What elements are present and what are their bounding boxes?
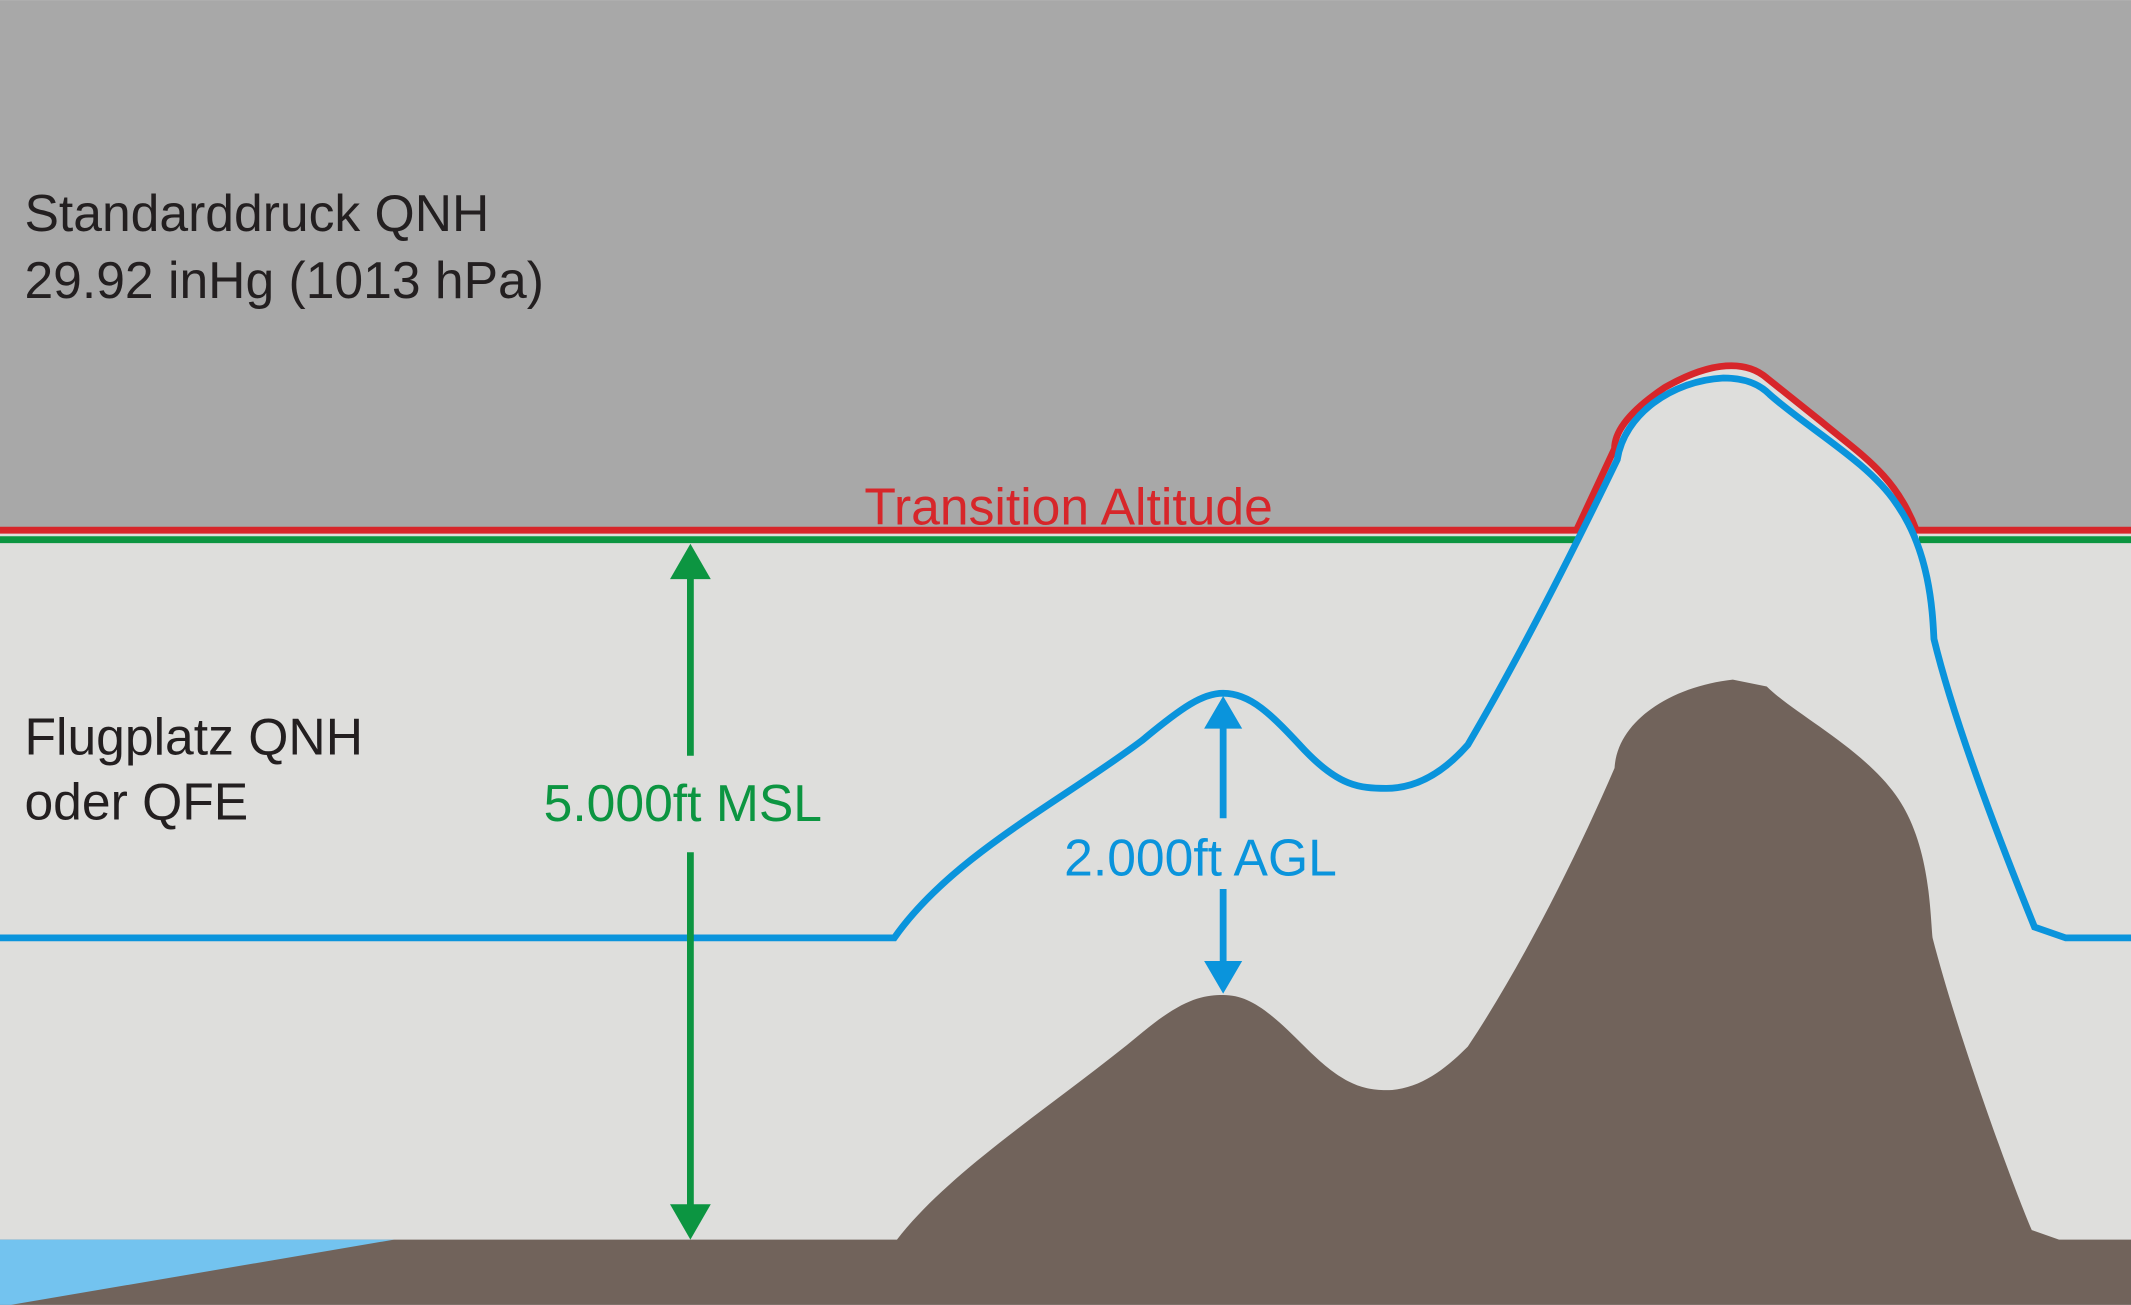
agl-contour-line bbox=[0, 374, 2131, 942]
airfield-qfe-label: oder QFE bbox=[24, 773, 248, 831]
terrain bbox=[0, 679, 2131, 1305]
standard-pressure-region bbox=[0, 0, 2131, 531]
arrow-up-icon bbox=[670, 543, 711, 580]
agl-label: 2.000ft AGL bbox=[1064, 828, 1337, 886]
arrow-down-icon bbox=[1204, 961, 1243, 994]
standard-pressure-value: 29.92 inHg (1013 hPa) bbox=[24, 251, 543, 309]
transition-altitude-label: Transition Altitude bbox=[864, 478, 1272, 536]
transition-altitude-line bbox=[0, 362, 2131, 534]
airfield-qnh-label: Flugplatz QNH bbox=[24, 707, 363, 765]
arrow-up-icon bbox=[1204, 695, 1243, 729]
sea-water bbox=[0, 1239, 395, 1305]
arrow-down-icon bbox=[670, 1204, 711, 1240]
standard-pressure-label: Standarddruck QNH bbox=[24, 184, 489, 242]
msl-label: 5.000ft MSL bbox=[544, 774, 822, 832]
